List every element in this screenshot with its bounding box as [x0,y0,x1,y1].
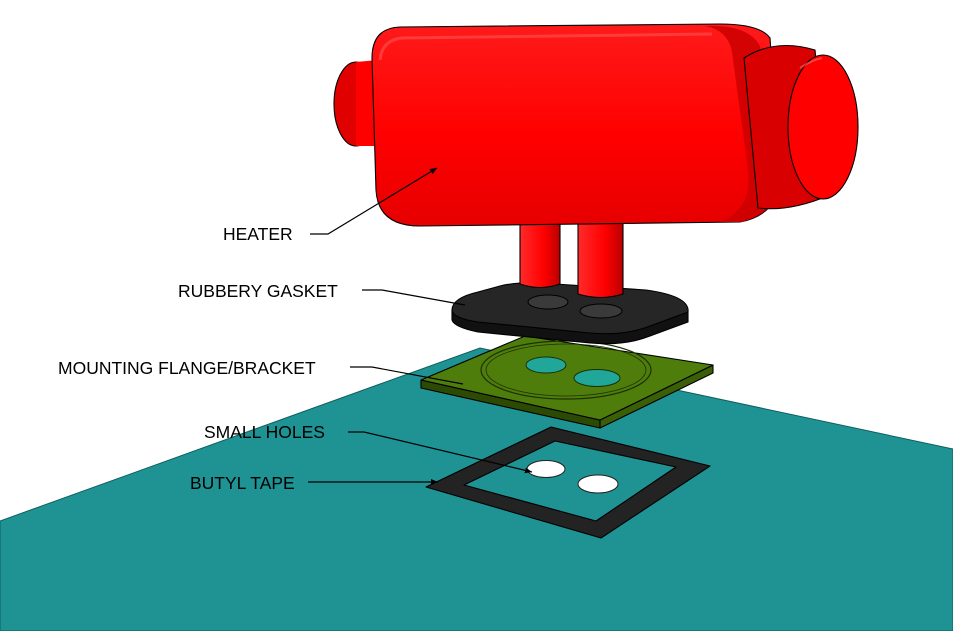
rubbery-gasket [451,282,689,345]
small-hole-left [526,460,566,478]
heater-leader-line [310,167,438,235]
label-heater: HEATER [223,224,293,244]
flange-leader-line [350,366,464,385]
heater-pipes [519,204,624,299]
small-hole-right [577,474,619,494]
label-mounting-flange: MOUNTING FLANGE/BRACKET [58,358,316,378]
butyl-tape-frame [425,426,711,539]
heater-body [333,23,859,227]
gasket-leader-line [362,289,466,306]
holes-leader-line [348,431,533,474]
label-butyl-tape: BUTYL TAPE [190,473,295,493]
label-small-holes: SMALL HOLES [204,422,325,442]
label-rubbery-gasket: RUBBERY GASKET [178,281,338,301]
mounting-flange [420,335,714,429]
